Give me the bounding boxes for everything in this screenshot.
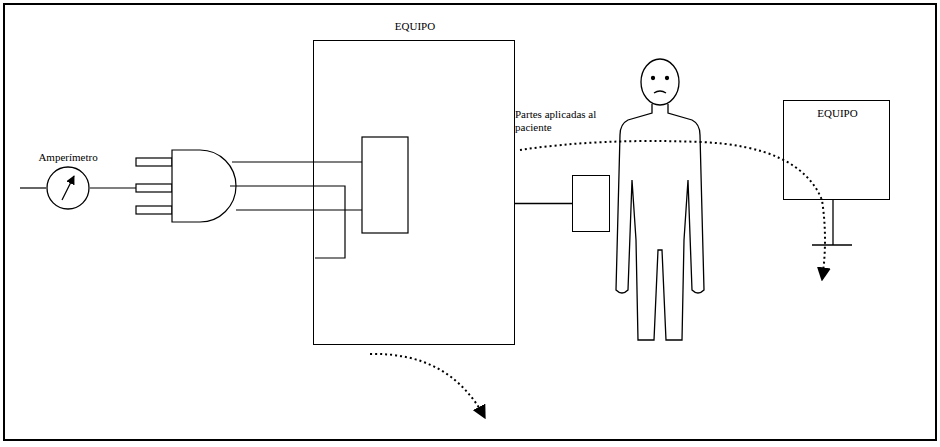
ammeter: Amperímetro [46, 166, 90, 210]
connector-wire [515, 203, 572, 204]
ammeter-needle [62, 176, 74, 200]
equipment-box: EQUIPO [313, 40, 515, 345]
wire [20, 187, 46, 188]
ground-symbol [812, 200, 852, 245]
box-title: EQUIPO [817, 107, 857, 120]
ammeter-circle [46, 166, 90, 210]
part-label: Amperímetro [38, 151, 97, 164]
leakage-path [370, 354, 485, 418]
wire [90, 187, 136, 188]
applied-part-box: Partes aplicadas al paciente [572, 175, 610, 232]
patient-figure [616, 59, 704, 340]
leakage-path [520, 141, 825, 280]
part-label: EQUIPO [395, 20, 435, 33]
inner-block [362, 137, 408, 233]
wire [230, 162, 362, 258]
frame [4, 4, 936, 440]
part-label: Partes aplicadas al paciente [515, 108, 597, 134]
equipment-box: EQUIPO [783, 100, 890, 200]
plug [136, 150, 236, 222]
